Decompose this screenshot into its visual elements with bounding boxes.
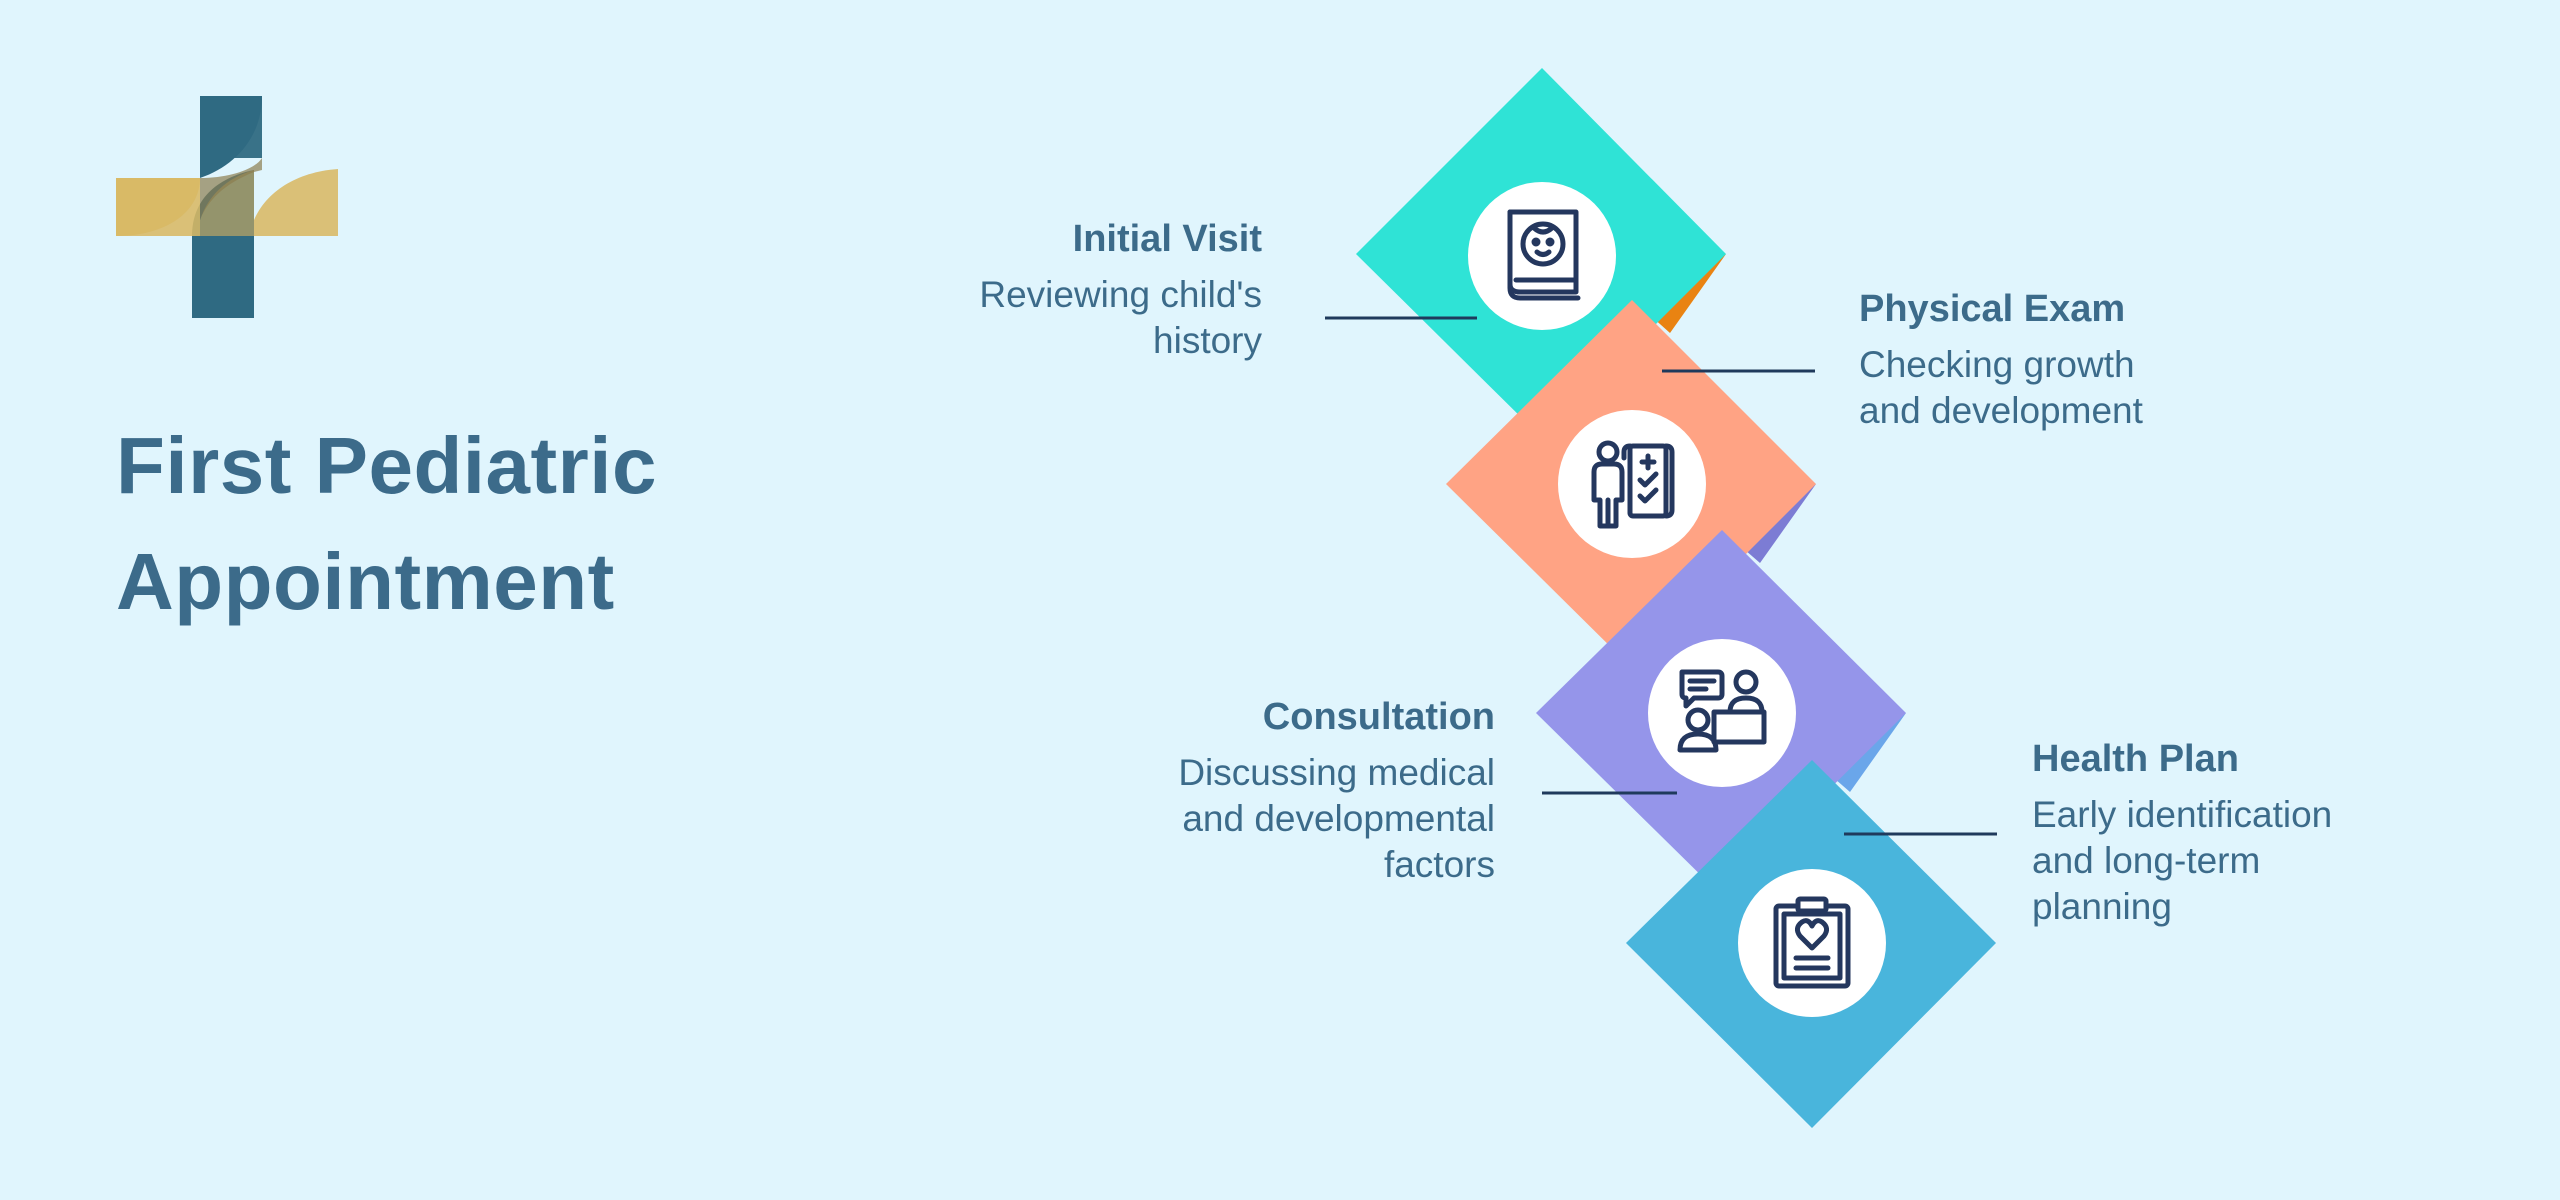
page-title-line-1: First Pediatric xyxy=(116,421,658,510)
page-title: First Pediatric Appointment xyxy=(116,408,657,640)
step-desc-line: Early identification xyxy=(2032,794,2333,835)
patient-chart-icon xyxy=(1591,440,1675,529)
step-desc-line: Discussing medical xyxy=(1178,752,1495,793)
step-desc-line: Checking growth xyxy=(1859,344,2135,385)
clipboard-heart-icon xyxy=(1773,896,1851,989)
step-title: Physical Exam xyxy=(1859,288,2126,330)
step-physical-exam: Physical Exam Checking growth and develo… xyxy=(1859,284,2239,434)
step-title: Initial Visit xyxy=(1072,218,1262,260)
medical-cross-logo xyxy=(116,96,338,318)
step-desc-line: history xyxy=(1153,320,1262,361)
page-title-line-2: Appointment xyxy=(116,537,615,626)
step-consultation: Consultation Discussing medical and deve… xyxy=(1115,692,1495,888)
step-desc-line: and developmental xyxy=(1182,798,1495,839)
step-health-plan: Health Plan Early identification and lon… xyxy=(2032,734,2432,930)
step-desc-line: and long-term xyxy=(2032,840,2261,881)
icon-circle-4 xyxy=(1738,869,1886,1017)
step-initial-visit: Initial Visit Reviewing child's history xyxy=(882,214,1262,364)
step-desc-line: Reviewing child's xyxy=(979,274,1262,315)
step-description: Checking growth and development xyxy=(1859,342,2239,434)
step-description: Early identification and long-term plann… xyxy=(2032,792,2432,930)
step-title: Consultation xyxy=(1262,696,1495,738)
step-description: Reviewing child's history xyxy=(882,272,1262,364)
step-description: Discussing medical and developmental fac… xyxy=(1115,750,1495,888)
step-desc-line: and development xyxy=(1859,390,2143,431)
consultation-icon xyxy=(1677,669,1767,753)
step-desc-line: planning xyxy=(2032,886,2172,927)
baby-book-icon xyxy=(1507,209,1581,301)
step-desc-line: factors xyxy=(1383,844,1495,885)
step-title: Health Plan xyxy=(2032,738,2239,780)
